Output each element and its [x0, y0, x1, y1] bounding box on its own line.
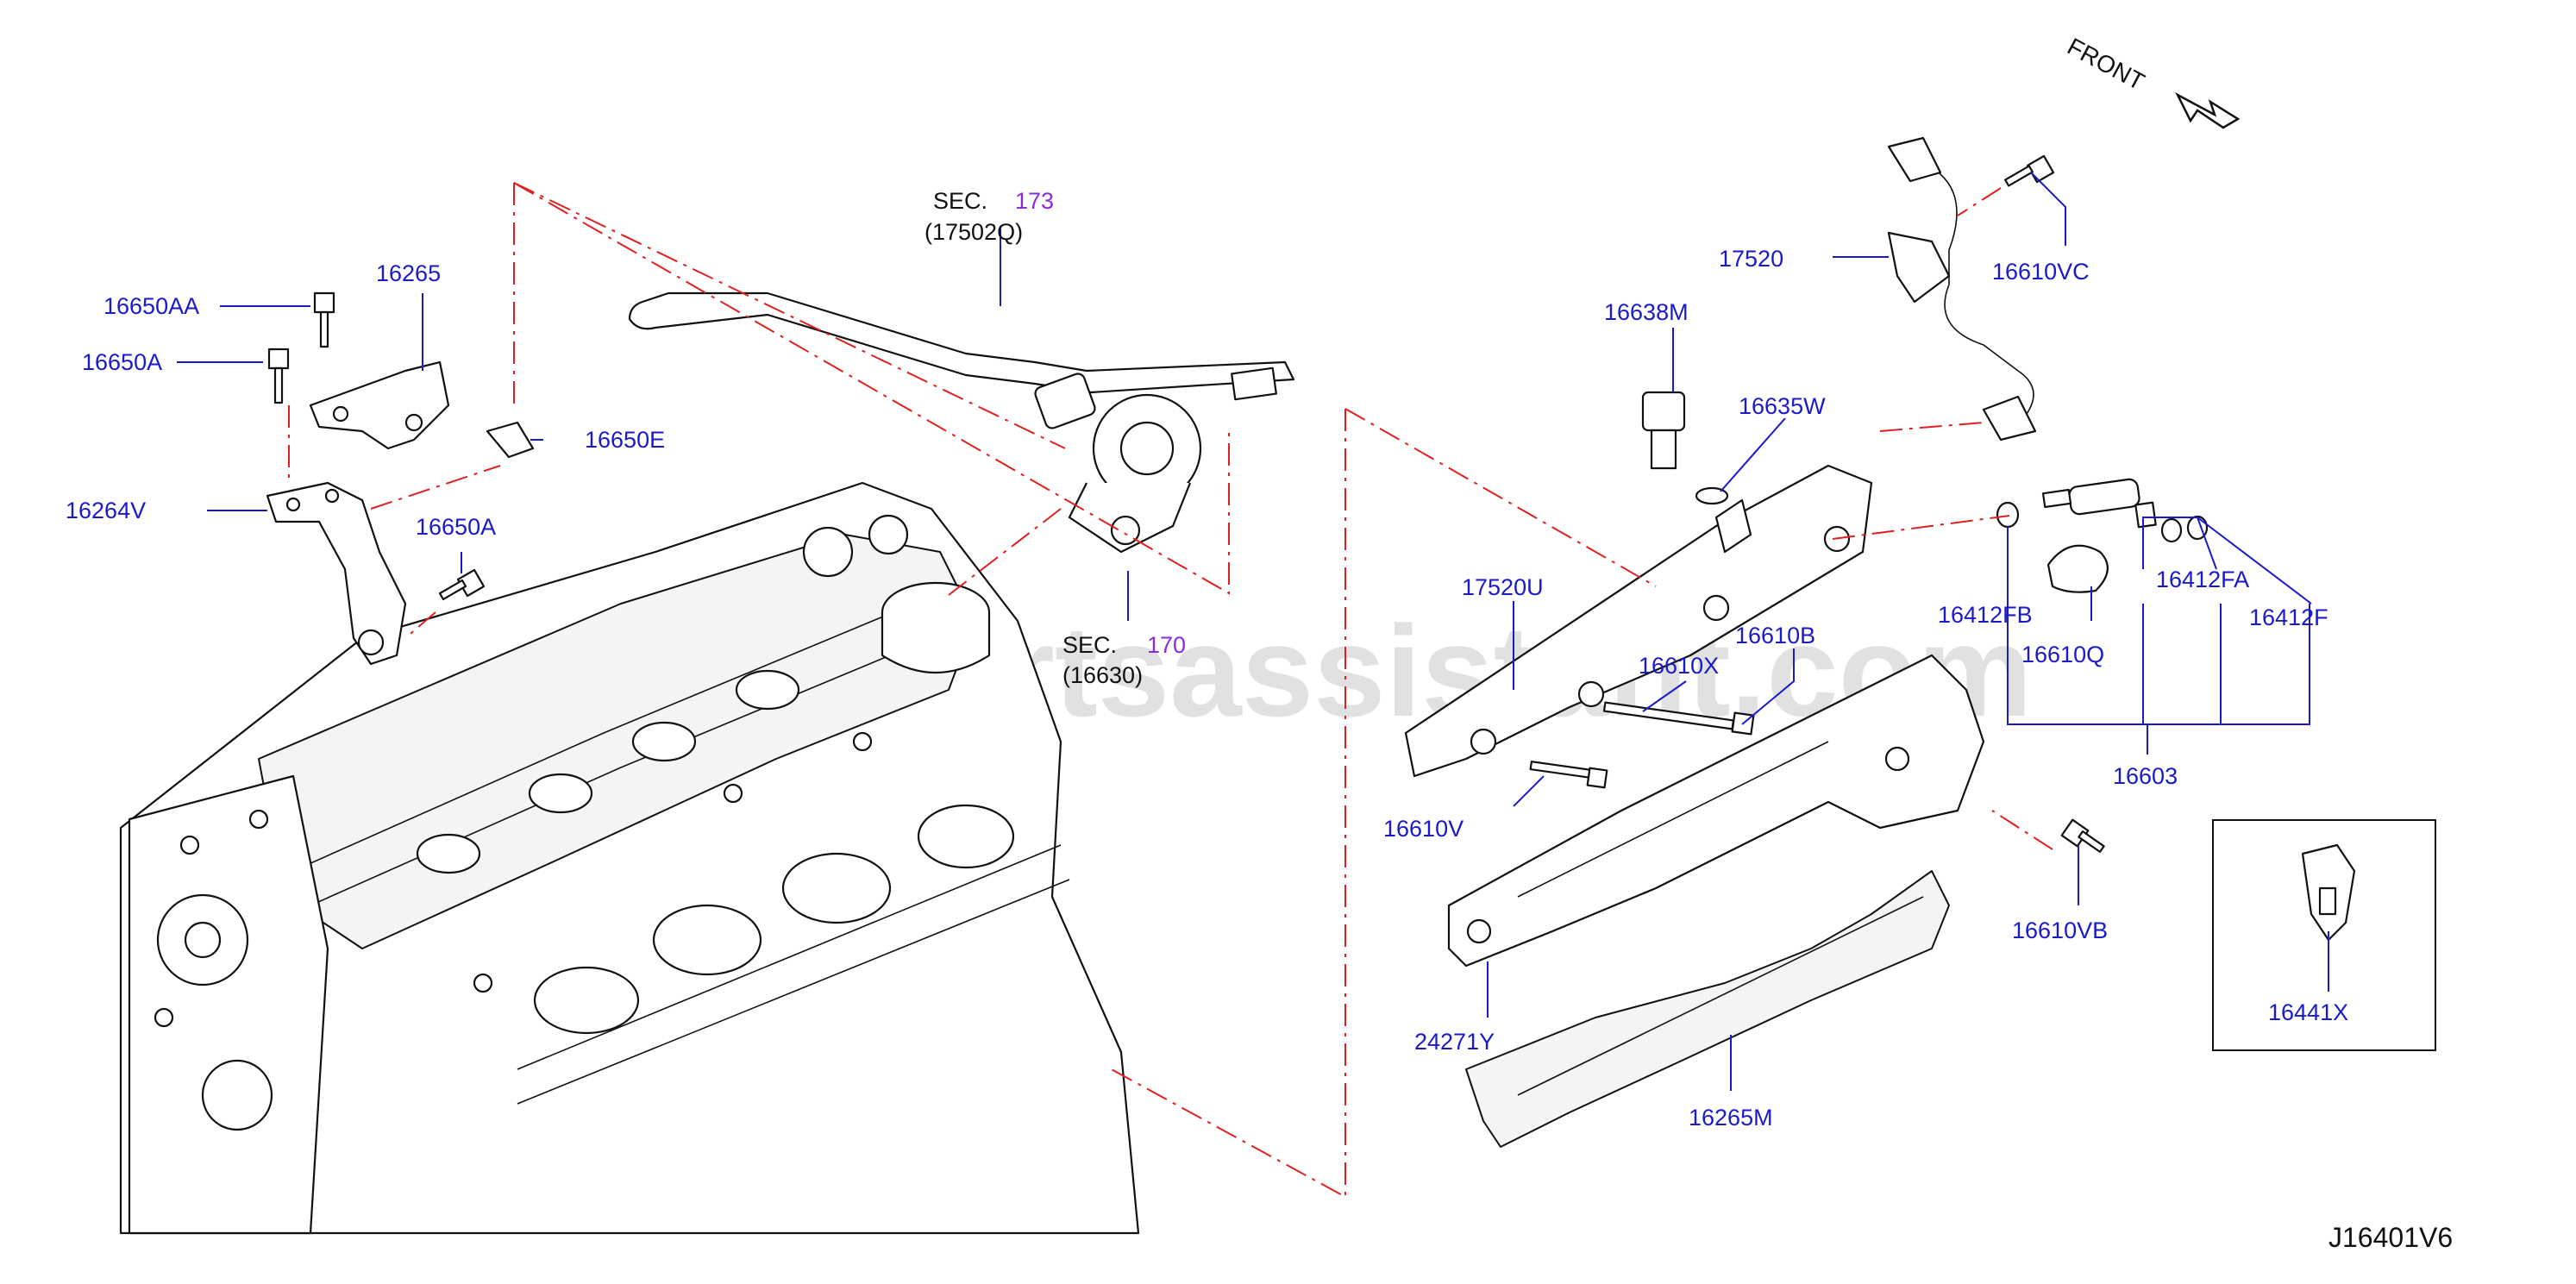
part-label-16412fb[interactable]: 16412FB — [1938, 602, 2033, 628]
injector-drawing — [2041, 478, 2157, 529]
part-label-16441x[interactable]: 16441X — [2268, 999, 2348, 1025]
heat-shield-24271y-drawing — [1447, 654, 1985, 968]
part-label-16264v[interactable]: 16264V — [66, 498, 146, 523]
bolt-16610vc-drawing — [2004, 154, 2055, 187]
bolt-16610vb-drawing — [2060, 818, 2105, 853]
bolt-16610v-drawing — [1529, 761, 1608, 789]
section-ref-170[interactable]: SEC. 170 (16630) — [1062, 632, 1186, 688]
part-label-16610v[interactable]: 16610V — [1383, 816, 1463, 842]
part-label-16412f[interactable]: 16412F — [2249, 604, 2328, 630]
fuel-rail-17520u-drawing — [1404, 464, 1873, 778]
part-label-16650a[interactable]: 16650A — [82, 349, 162, 375]
bolt-16650a-lower-drawing — [438, 568, 486, 601]
phantom-lines — [288, 182, 2053, 1199]
front-arrow-icon — [2175, 92, 2241, 129]
clip-16650e-drawing — [486, 421, 535, 459]
part-label-16638m[interactable]: 16638M — [1604, 299, 1689, 325]
front-indicator: FRONT — [2063, 33, 2241, 129]
section-ref-173-prefix: SEC. — [933, 188, 987, 214]
part-label-16610vb[interactable]: 16610VB — [2012, 918, 2108, 943]
section-ref-170-prefix: SEC. — [1062, 632, 1117, 658]
bolt-16650a-top-drawing — [267, 348, 290, 404]
fuel-tube-17520-drawing — [1887, 136, 2037, 442]
part-label-16610x[interactable]: 16610X — [1639, 653, 1719, 679]
part-labels: 16650AA 16265 16650A 16650E 16264V 16650… — [66, 246, 2348, 1131]
section-ref-170-part: (16630) — [1062, 662, 1143, 688]
part-label-17520[interactable]: 17520 — [1719, 246, 1783, 272]
protector-16265m-drawing — [1465, 870, 1950, 1148]
section-ref-170-number[interactable]: 170 — [1147, 632, 1186, 658]
section-ref-173-number[interactable]: 173 — [1015, 188, 1054, 214]
part-label-16265m[interactable]: 16265M — [1689, 1105, 1773, 1131]
fuel-pump-drawing — [628, 291, 1295, 554]
part-label-16412fa[interactable]: 16412FA — [2156, 567, 2249, 592]
part-label-16265[interactable]: 16265 — [376, 260, 441, 286]
engine-assembly-drawing — [119, 481, 1140, 1235]
bolt-16650aa-drawing — [313, 291, 335, 348]
part-label-16650aa[interactable]: 16650AA — [103, 293, 199, 319]
bracket-16265-drawing — [309, 360, 450, 450]
clip-16441x-drawing — [2301, 843, 2356, 942]
bolts-16610x-16610b-drawing — [1602, 701, 1755, 736]
part-label-16610vc[interactable]: 16610VC — [1992, 259, 2090, 285]
part-label-24271y[interactable]: 24271Y — [1414, 1029, 1495, 1055]
drawing-code: J16401V6 — [2328, 1222, 2453, 1253]
part-label-16603[interactable]: 16603 — [2113, 763, 2178, 789]
inset-box-16441x — [2212, 819, 2436, 1051]
leader-lines — [177, 172, 2329, 1091]
sensor-16638m-drawing — [1641, 391, 1686, 470]
part-label-17520u[interactable]: 17520U — [1462, 574, 1544, 600]
bracket-16264v-drawing — [266, 481, 407, 666]
part-label-16650e[interactable]: 16650E — [585, 427, 665, 453]
part-label-16650a-lower[interactable]: 16650A — [416, 514, 496, 540]
clip-16610q-drawing — [2046, 544, 2109, 593]
part-label-16610q[interactable]: 16610Q — [2021, 642, 2104, 667]
section-ref-173-part: (17502Q) — [924, 219, 1023, 245]
front-label: FRONT — [2063, 33, 2149, 96]
oring-16635w-drawing — [1695, 486, 1729, 505]
section-ref-173[interactable]: SEC. 173 (17502Q) — [924, 188, 1054, 245]
part-label-16635w[interactable]: 16635W — [1739, 393, 1826, 419]
part-label-16610b[interactable]: 16610B — [1735, 623, 1815, 648]
